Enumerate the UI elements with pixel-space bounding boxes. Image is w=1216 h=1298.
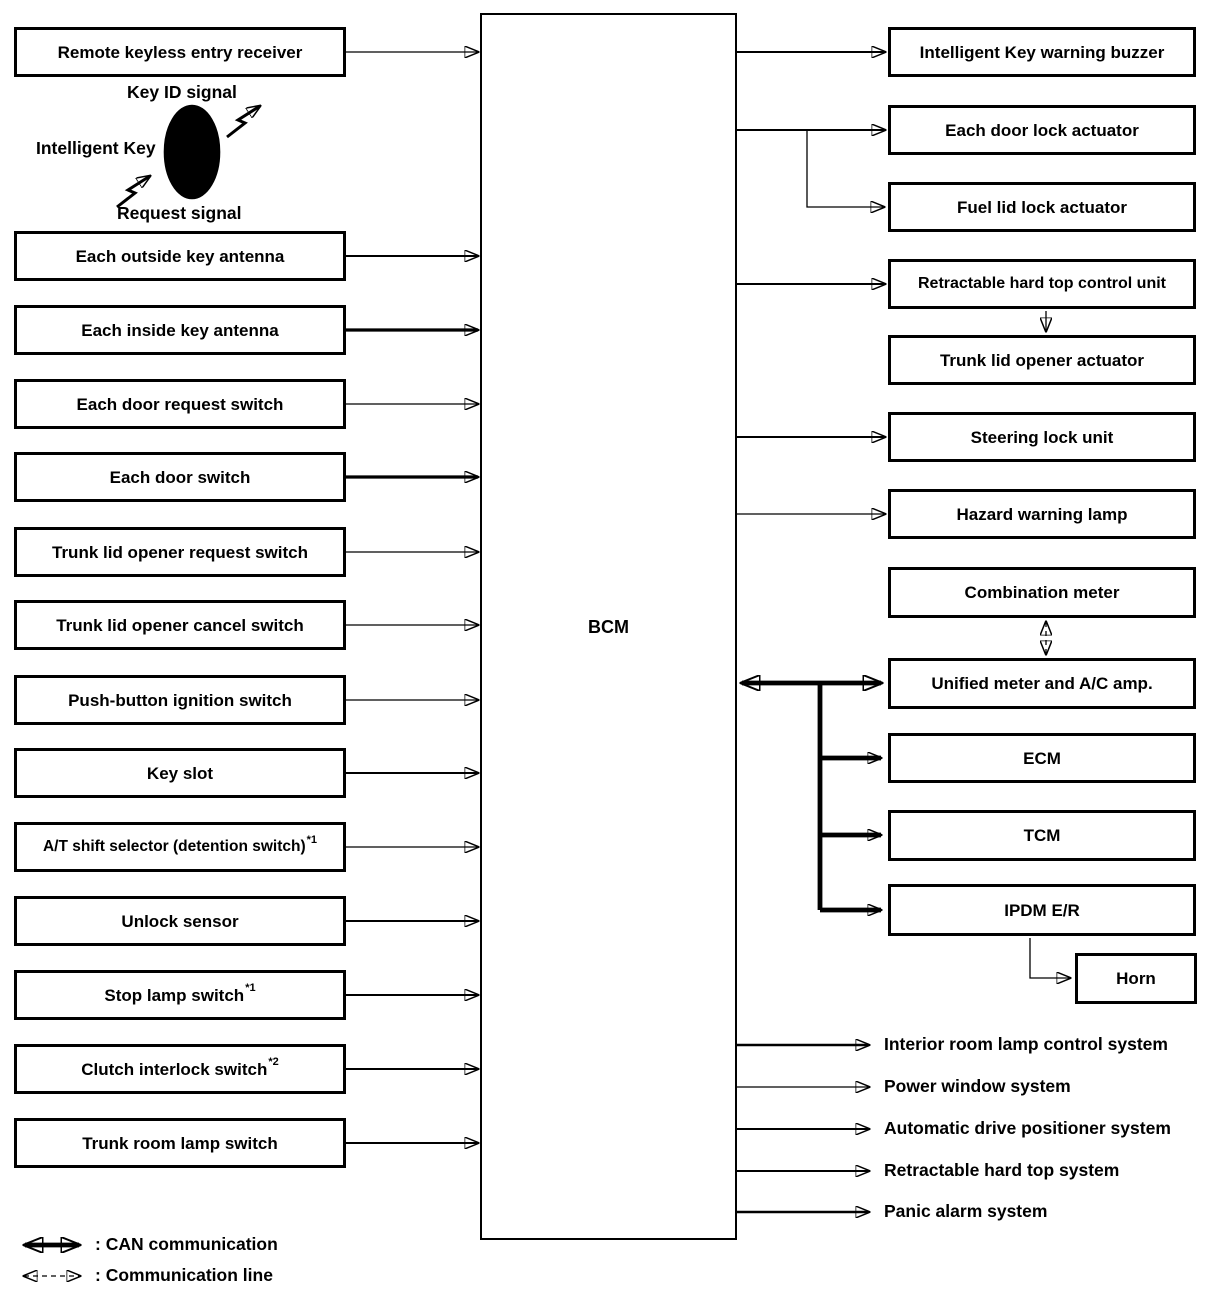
input-box-trunk-room-lamp-switch: Trunk room lamp switch xyxy=(14,1118,346,1168)
box-label: Key slot xyxy=(146,763,214,783)
box-label: Fuel lid lock actuator xyxy=(956,197,1128,217)
input-box-each-inside-key-antenna: Each inside key antenna xyxy=(14,305,346,355)
system-label-interior-room-lamp-control: Interior room lamp control system xyxy=(884,1034,1168,1054)
bcm-box: BCM xyxy=(480,13,737,1240)
bcm-label: BCM xyxy=(588,616,629,637)
key-id-signal-label: Key ID signal xyxy=(127,82,237,102)
system-label-power-window: Power window system xyxy=(884,1076,1071,1096)
box-label: Trunk lid opener cancel switch xyxy=(56,615,304,635)
input-box-each-door-request-switch: Each door request switch xyxy=(14,379,346,429)
output-box-tcm: TCM xyxy=(888,810,1196,861)
box-label: ECM xyxy=(1023,748,1061,768)
box-label: Each door lock actuator xyxy=(945,120,1139,140)
system-label-panic-alarm: Panic alarm system xyxy=(884,1201,1048,1221)
input-box-key-slot: Key slot xyxy=(14,748,346,798)
box-label: Clutch interlock switch xyxy=(81,1059,268,1079)
input-connectors xyxy=(346,52,478,1143)
box-label: Horn xyxy=(1116,969,1156,988)
output-connectors xyxy=(737,52,1070,978)
system-label-automatic-drive-positioner: Automatic drive positioner system xyxy=(884,1118,1171,1138)
box-label: Remote keyless entry receiver xyxy=(57,42,303,62)
input-box-each-outside-key-antenna: Each outside key antenna xyxy=(14,231,346,281)
box-label: Trunk lid opener actuator xyxy=(939,350,1145,370)
output-box-steering-lock-unit: Steering lock unit xyxy=(888,412,1196,462)
output-box-horn: Horn xyxy=(1075,953,1197,1004)
legend-communication-line-label: : Communication line xyxy=(95,1265,273,1285)
box-label: Each door request switch xyxy=(76,394,284,414)
box-label: TCM xyxy=(1023,826,1061,845)
box-label: Intelligent Key warning buzzer xyxy=(919,42,1165,62)
box-label: Unified meter and A/C amp. xyxy=(931,674,1153,693)
input-box-push-button-ignition-switch: Push-button ignition switch xyxy=(14,675,346,725)
box-label: Retractable hard top control unit xyxy=(917,275,1166,292)
box-label: Unlock sensor xyxy=(121,911,239,931)
system-output-connectors xyxy=(737,1045,869,1212)
box-label: IPDM E/R xyxy=(1004,900,1080,920)
output-box-fuel-lid-lock-actuator: Fuel lid lock actuator xyxy=(888,182,1196,232)
box-label: Trunk room lamp switch xyxy=(82,1133,278,1153)
output-box-unified-meter-and-ac-amp: Unified meter and A/C amp. xyxy=(888,658,1196,709)
output-box-retractable-hard-top-control-unit: Retractable hard top control unit xyxy=(888,259,1196,309)
footnote-marker: *1 xyxy=(245,981,256,994)
input-box-clutch-interlock-switch: Clutch interlock switch*2 xyxy=(14,1044,346,1094)
request-signal-arrow xyxy=(116,176,150,209)
output-box-intelligent-key-warning-buzzer: Intelligent Key warning buzzer xyxy=(888,27,1196,77)
key-id-signal-arrow xyxy=(226,106,260,139)
output-box-hazard-warning-lamp: Hazard warning lamp xyxy=(888,489,1196,539)
box-label: Push-button ignition switch xyxy=(68,690,292,710)
input-box-unlock-sensor: Unlock sensor xyxy=(14,896,346,946)
box-label: Hazard warning lamp xyxy=(956,504,1128,524)
box-label: Stop lamp switch xyxy=(104,985,245,1005)
box-label: A/T shift selector (detention switch) xyxy=(42,838,306,856)
footnote-marker: *2 xyxy=(268,1055,279,1068)
footnote-marker: *1 xyxy=(306,833,318,846)
input-box-trunk-lid-opener-cancel-switch: Trunk lid opener cancel switch xyxy=(14,600,346,650)
box-label: Each inside key antenna xyxy=(81,320,279,340)
input-box-at-shift-selector: A/T shift selector (detention switch)*1 xyxy=(14,822,346,872)
request-signal-label: Request signal xyxy=(117,203,242,223)
output-box-each-door-lock-actuator: Each door lock actuator xyxy=(888,105,1196,155)
intelligent-key-icon xyxy=(163,104,221,200)
output-box-combination-meter: Combination meter xyxy=(888,567,1196,618)
input-box-stop-lamp-switch: Stop lamp switch*1 xyxy=(14,970,346,1020)
box-label: Steering lock unit xyxy=(970,427,1114,447)
legend-can-communication-label: : CAN communication xyxy=(95,1234,278,1254)
input-box-remote-keyless-entry-receiver: Remote keyless entry receiver xyxy=(14,27,346,77)
box-label: Each outside key antenna xyxy=(75,246,285,266)
box-label: Combination meter xyxy=(964,583,1120,602)
box-label: Trunk lid opener request switch xyxy=(52,542,308,562)
input-box-trunk-lid-opener-request-switch: Trunk lid opener request switch xyxy=(14,527,346,577)
output-box-ecm: ECM xyxy=(888,733,1196,783)
input-box-each-door-switch: Each door switch xyxy=(14,452,346,502)
box-label: Each door switch xyxy=(109,467,251,487)
can-bus-lines xyxy=(742,683,881,910)
output-box-ipdm-er: IPDM E/R xyxy=(888,884,1196,936)
output-box-trunk-lid-opener-actuator: Trunk lid opener actuator xyxy=(888,335,1196,385)
system-label-retractable-hard-top: Retractable hard top system xyxy=(884,1160,1120,1180)
intelligent-key-label: Intelligent Key xyxy=(36,138,156,158)
